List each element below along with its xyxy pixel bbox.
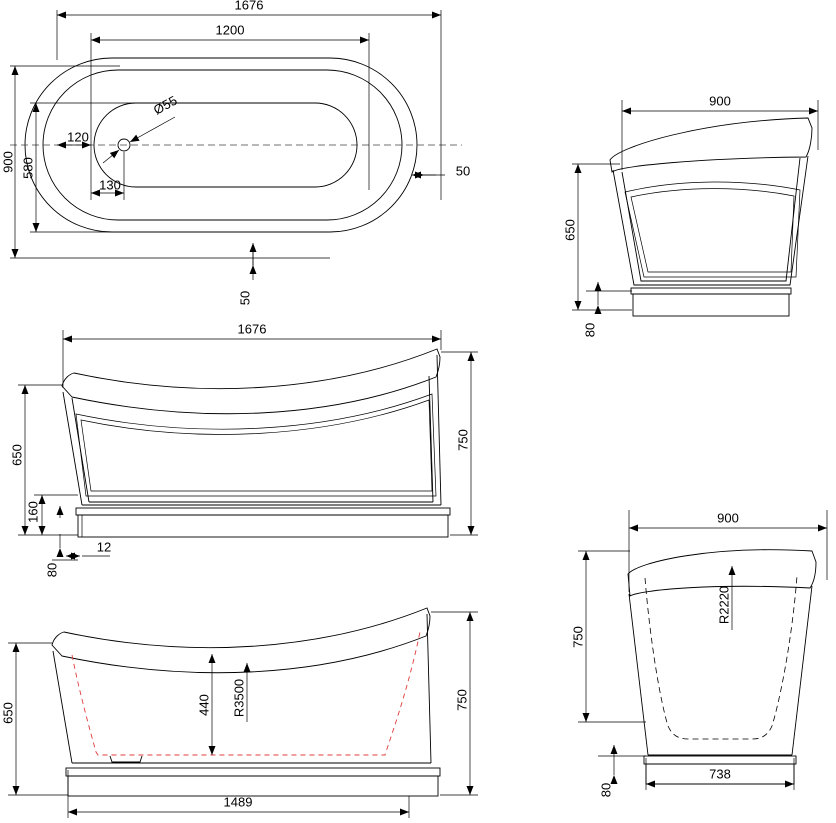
dim-plan-inner-width: 580 <box>20 102 140 233</box>
dim-label-1676-side: 1676 <box>238 321 267 336</box>
dim-plan-overall-width: 900 <box>0 65 330 259</box>
dim-label-1676-plan: 1676 <box>235 0 264 12</box>
dim-label-dia55: Ø55 <box>151 93 180 118</box>
dim-label-80-bottom-right: 80 <box>598 783 613 797</box>
dim-label-650-side: 650 <box>9 444 24 466</box>
section-wall-right <box>426 613 432 764</box>
dim-section-base-length: 1489 <box>67 770 410 818</box>
dim-end-sec-base-width: 738 <box>645 758 795 790</box>
end-sec-rim <box>627 549 817 597</box>
section-interior-profile-red <box>71 631 421 756</box>
end-top-rim <box>609 117 813 173</box>
dim-section-water-depth: 440 <box>196 654 216 755</box>
dim-label-80-top-right: 80 <box>582 323 597 337</box>
dim-label-440: 440 <box>196 694 211 716</box>
dim-plan-inner-length: 1200 <box>90 22 370 190</box>
end-top-panel-inner <box>630 188 795 273</box>
dim-end-top-plinth: 80 <box>582 282 632 337</box>
plan-drain-circle <box>117 138 131 152</box>
side-panel-outer <box>75 393 437 497</box>
dim-label-80-side: 80 <box>44 563 59 577</box>
dim-label-750-section: 750 <box>454 689 469 711</box>
dim-label-1200: 1200 <box>216 22 245 37</box>
dim-side-overall-length: 1676 <box>62 321 442 388</box>
dim-end-sec-height: 750 <box>570 550 646 723</box>
end-top-body-inner <box>621 157 801 282</box>
end-sec-wall-right <box>791 585 813 756</box>
side-panel-inner <box>80 399 433 492</box>
side-section-view: 650 750 440 R3500 1489 <box>0 607 478 818</box>
end-elevation-top-view: 900 650 80 <box>562 93 819 337</box>
dim-label-738: 738 <box>709 766 731 781</box>
end-top-plinth <box>630 287 792 317</box>
dim-plan-drain-offset-y: 130 <box>90 145 125 200</box>
side-body-right <box>436 354 442 506</box>
dim-label-50-right: 50 <box>456 163 470 178</box>
dim-label-r3500: R3500 <box>231 679 246 717</box>
dim-label-120: 120 <box>67 129 89 144</box>
dim-section-height-left: 650 <box>0 642 68 796</box>
dim-plan-wall-bottom: 50 <box>237 243 257 305</box>
end-sec-wall-left <box>628 593 649 756</box>
dim-side-plinth-height: 80 <box>44 506 78 577</box>
side-body-right-inner <box>428 375 434 503</box>
dim-label-650-top-right: 650 <box>562 219 577 241</box>
dim-end-sec-plinth: 80 <box>598 745 646 797</box>
end-top-panel-outer <box>624 181 801 278</box>
end-section-view: 900 750 R2220 80 738 <box>570 510 828 797</box>
dim-side-skirt-height: 160 <box>25 494 78 535</box>
dim-label-1489: 1489 <box>224 794 253 809</box>
dim-label-750-side: 750 <box>455 429 470 451</box>
dim-section-radius: R3500 <box>231 663 251 722</box>
end-sec-interior-hidden <box>644 575 798 740</box>
dim-end-sec-radius: R2220 <box>716 566 736 630</box>
section-wall-left <box>52 650 73 764</box>
plan-view: 1676 1200 900 580 120 <box>0 0 470 305</box>
dim-label-900-plan: 900 <box>0 151 15 173</box>
dim-plan-overall-length: 1676 <box>56 0 442 200</box>
dim-label-50-bottom: 50 <box>237 291 252 305</box>
dim-label-12-side: 12 <box>97 539 111 554</box>
dim-label-900-bottom-right: 900 <box>717 510 739 525</box>
dim-label-750-bottom-right: 750 <box>570 626 585 648</box>
dim-label-650-section: 650 <box>0 702 15 724</box>
side-elevation-view: 1676 650 750 160 80 <box>9 321 478 577</box>
dim-plan-drain-offset-x: 120 <box>57 129 91 149</box>
dim-label-r2220: R2220 <box>716 586 731 624</box>
dim-label-130: 130 <box>99 177 121 192</box>
side-plinth <box>75 507 451 538</box>
section-drain-notch <box>109 755 143 763</box>
dim-side-plinth-inset: 12 <box>66 539 111 560</box>
dim-end-top-width: 900 <box>621 93 819 170</box>
dim-section-height-right: 750 <box>431 611 478 796</box>
plan-bowl-outline <box>93 102 358 188</box>
dim-side-height-left: 650 <box>9 384 78 536</box>
dim-label-580: 580 <box>20 157 35 179</box>
dim-label-900-top-right: 900 <box>709 93 731 108</box>
end-top-body-outer <box>612 155 809 286</box>
plan-outer-rim <box>24 57 418 233</box>
dim-label-160-side: 160 <box>25 501 40 523</box>
plan-rim-inner <box>42 69 403 221</box>
dim-end-top-height: 650 <box>562 163 632 311</box>
side-rim <box>61 348 441 415</box>
side-body-left <box>62 391 83 506</box>
section-plinth <box>65 767 441 797</box>
dim-plan-wall-right: 50 <box>412 163 470 179</box>
dim-side-height-right: 750 <box>441 351 478 536</box>
section-rim <box>51 607 431 674</box>
